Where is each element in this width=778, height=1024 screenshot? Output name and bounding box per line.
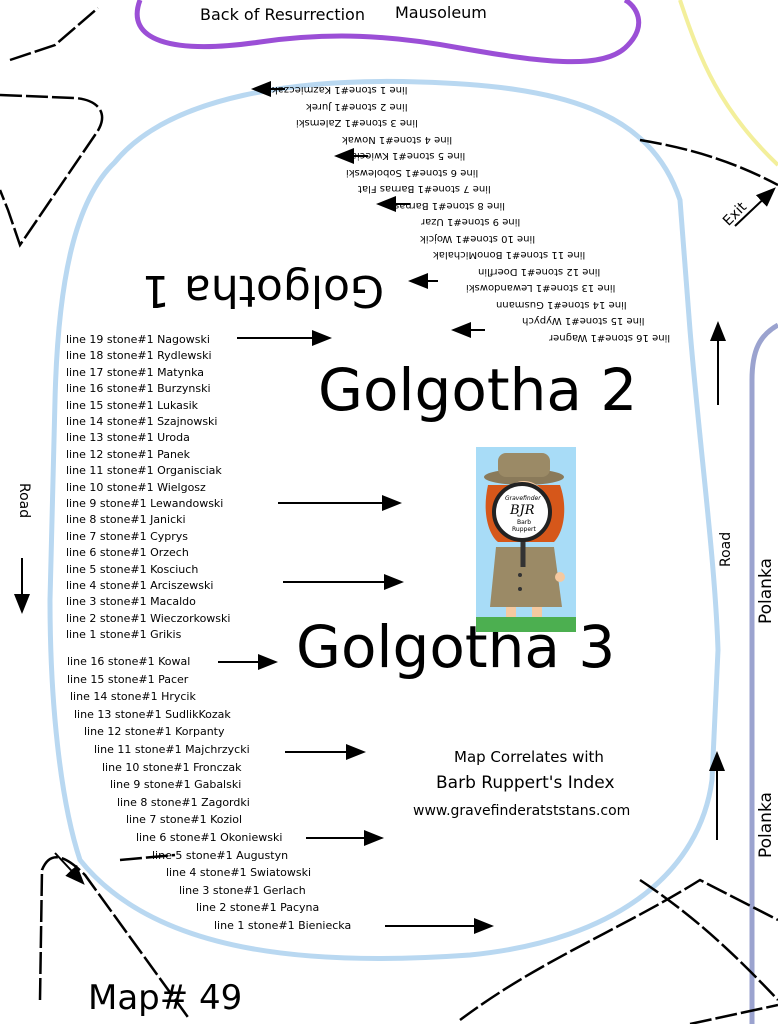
golgotha-2-row: line 19 stone#1 Nagowski (66, 333, 210, 346)
golgotha-2-row: line 16 stone#1 Burzynski (66, 382, 211, 396)
golgotha-2-row: line 9 stone#1 Lewandowski (66, 497, 224, 510)
polanka-bottom-label: Polanka (756, 792, 776, 858)
mausoleum-outline (134, 0, 642, 65)
road-left-label: Road (16, 483, 32, 519)
mausoleum-label-1: Back of Resurrection (200, 5, 365, 24)
golgotha-1-row: line 12 stone#1 Doerflin (477, 265, 600, 277)
golgotha-2-title: Golgotha 2 (318, 356, 638, 424)
golgotha-1-row: line 2 stone#1 Jurek (306, 100, 408, 112)
golgotha-1-row: line 6 stone#1 Sobolewski (345, 166, 478, 178)
golgotha-1-row: line 3 stone#1 Zalemski (296, 117, 418, 128)
golgotha-2-row: line 12 stone#1 Panek (66, 447, 191, 461)
golgotha-3-row: line 12 stone#1 Korpanty (84, 725, 225, 739)
golgotha-2-row: line 2 stone#1 Wieczorkowski (66, 611, 231, 625)
index-note-line2: Barb Ruppert's Index (436, 773, 615, 793)
golgotha-2-row: line 14 stone#1 Szajnowski (66, 415, 218, 428)
golgotha-1-row: line 7 stone#1 Barnas Flat (358, 183, 491, 194)
golgotha-2-row: line 5 stone#1 Kosciuch (66, 562, 199, 576)
badge-sub2: Ruppert (512, 526, 536, 533)
golgotha-3-row: line 3 stone#1 Gerlach (179, 883, 306, 897)
golgotha-1-row: line 15 stone#1 Wypych (522, 315, 645, 326)
golgotha-3-row: line 8 stone#1 Zagordki (117, 795, 250, 809)
golgotha-1-row: line 8 stone#1 Barnas (393, 199, 505, 211)
right-road-strip (749, 322, 778, 1024)
golgotha-3-row: line 11 stone#1 Majchrzycki (94, 743, 250, 756)
yellow-path (678, 0, 778, 167)
golgotha-2-row: line 6 stone#1 Orzech (66, 546, 189, 560)
golgotha-3-row: line 9 stone#1 Gabalski (110, 778, 242, 792)
golgotha-1-row: line 4 stone#1 Nowak (341, 133, 452, 145)
golgotha-2-row: line 10 stone#1 Wielgosz (66, 480, 206, 494)
golgotha-3-row: line 6 stone#1 Okoniewski (136, 831, 283, 844)
polanka-top-label: Polanka (756, 558, 776, 624)
road-right-label: Road (718, 531, 734, 567)
golgotha-2-row: line 1 stone#1 Grikis (66, 628, 182, 642)
left-island (0, 93, 104, 248)
golgotha-2-row: line 13 stone#1 Uroda (66, 431, 190, 445)
map-number: Map# 49 (88, 978, 243, 1018)
arrow-bottom-left (54, 852, 85, 885)
index-note-line1: Map Correlates with (454, 748, 604, 766)
golgotha-3-row: line 1 stone#1 Bieniecka (214, 919, 352, 932)
golgotha-2-row: line 8 stone#1 Janicki (66, 513, 186, 527)
bottom-right-island (459, 878, 778, 1022)
golgotha-2-row: line 4 stone#1 Arciszewski (66, 579, 214, 592)
top-left-boundary (9, 7, 99, 62)
golgotha-3-row: line 13 stone#1 SudlikKozak (74, 707, 231, 721)
golgotha-2-row: line 15 stone#1 Lukasik (66, 398, 199, 412)
golgotha-3-row: line 10 stone#1 Fronczak (102, 760, 242, 774)
badge-initials: BJR (510, 503, 535, 518)
golgotha-1-row: line 14 stone#1 Gusmann (496, 298, 627, 310)
index-note-url: www.gravefinderatststans.com (413, 803, 631, 819)
bottom-right-line (689, 1003, 778, 1024)
golgotha-3-row: line 16 stone#1 Kowal (67, 655, 191, 668)
badge-sub1: Barb (517, 519, 532, 526)
golgotha-3-row: line 7 stone#1 Koziol (126, 813, 243, 827)
golgotha-1-title: Golgotha 1 (141, 265, 385, 316)
golgotha-1-row: line 10 stone#1 Wojcik (419, 232, 535, 244)
golgotha-2-row: line 17 stone#1 Matynka (66, 365, 205, 379)
golgotha-1-row: line 9 stone#1 Uzar (420, 216, 520, 227)
golgotha-1-row: line 13 stone#1 Lewandowski (465, 282, 615, 293)
golgotha-3-row: line 14 stone#1 Hrycik (70, 690, 196, 704)
mausoleum-label-2: Mausoleum (395, 3, 487, 22)
golgotha-1-row: line 1 stone#1 Kazmieczak (272, 84, 408, 95)
golgotha-3-row: line 2 stone#1 Pacyna (196, 901, 320, 915)
golgotha-1-row: line 11 stone#1 BonoMichalak (432, 249, 585, 260)
golgotha-2-row: line 3 stone#1 Macaldo (66, 595, 196, 609)
golgotha-1-row: line 5 stone#1 Kwieciak (344, 150, 465, 161)
golgotha-1-row: line 16 stone#1 Wagner (548, 331, 670, 343)
golgotha-2-row: line 7 stone#1 Cyprys (66, 529, 189, 543)
golgotha-3-row: line 15 stone#1 Pacer (67, 672, 189, 686)
right-curve-bottom (639, 878, 778, 1001)
golgotha-3-row: line 4 stone#1 Swiatowski (166, 866, 312, 880)
golgotha-2-row: line 18 stone#1 Rydlewski (66, 349, 212, 363)
gravefinder-logo: Gravefinder BJR Barb Ruppert (476, 447, 576, 632)
badge-brand: Gravefinder (505, 495, 541, 502)
mid-left-dashes (119, 853, 176, 862)
detective-character-icon (476, 453, 576, 632)
golgotha-3-row: line 5 stone#1 Augustyn (152, 848, 289, 862)
oval-boundary (47, 78, 721, 962)
top-right-boundary (639, 138, 778, 187)
arrow-exit (734, 187, 776, 227)
golgotha-2-row: line 11 stone#1 Organisciak (66, 464, 222, 478)
